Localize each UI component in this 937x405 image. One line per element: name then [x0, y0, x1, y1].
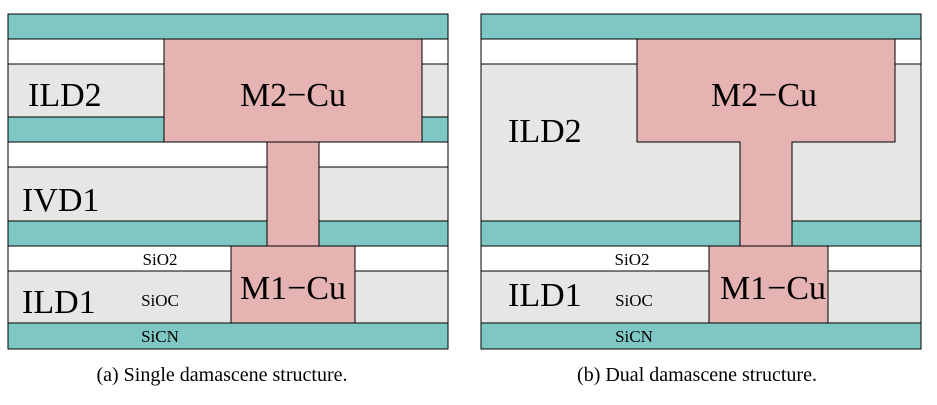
- top-capping-layer: [480, 13, 922, 40]
- sio2-label: SiO2: [143, 250, 178, 269]
- ild2-label: ILD2: [508, 113, 582, 150]
- sio2-layer: [7, 245, 449, 272]
- m2-cu-label: M2−Cu: [711, 77, 817, 114]
- m1-copper-line: [708, 245, 829, 324]
- ivd1-label: IVD1: [22, 182, 99, 219]
- ild2-label: ILD2: [28, 77, 102, 114]
- via-copper: [266, 141, 320, 247]
- sicn-layer: [7, 322, 449, 350]
- ild1-sioc-layer: [7, 270, 449, 324]
- ivd1-capping-layer: [7, 220, 449, 247]
- dual-damascene-caption: (b) Dual damascene structure.: [577, 364, 817, 386]
- ivd1-hardmask-layer: [7, 141, 449, 168]
- top-capping-layer: [7, 13, 449, 40]
- m1-cu-label: M1−Cu: [240, 270, 346, 307]
- dual-damascene-diagram: M2−Cu ILD2 SiO2 ILD1 SiOC M1−Cu SiCN (b)…: [480, 13, 922, 386]
- ild1-label: ILD1: [508, 277, 582, 314]
- ild2-capping-layer: [480, 220, 922, 247]
- m2-copper-line: [163, 38, 423, 143]
- ivd1-layer: [7, 166, 449, 222]
- sicn-label: SiCN: [141, 327, 179, 346]
- sio2-layer: [480, 245, 922, 272]
- single-damascene-caption: (a) Single damascene structure.: [96, 364, 347, 386]
- m2-cu-label: M2−Cu: [240, 77, 346, 114]
- sioc-label: SiOC: [615, 291, 653, 310]
- sioc-label: SiOC: [141, 291, 179, 310]
- ild1-sioc-layer: [480, 270, 922, 324]
- sio2-label: SiO2: [615, 250, 650, 269]
- m1-copper-line: [230, 245, 356, 324]
- sicn-layer: [480, 322, 922, 350]
- single-damascene-diagram: ILD2 M2−Cu IVD1 SiO2 ILD1 SiOC M1−Cu SiC…: [7, 13, 449, 386]
- ild1-label: ILD1: [22, 284, 96, 321]
- m1-cu-label: M1−Cu: [720, 270, 826, 307]
- sicn-label: SiCN: [615, 327, 653, 346]
